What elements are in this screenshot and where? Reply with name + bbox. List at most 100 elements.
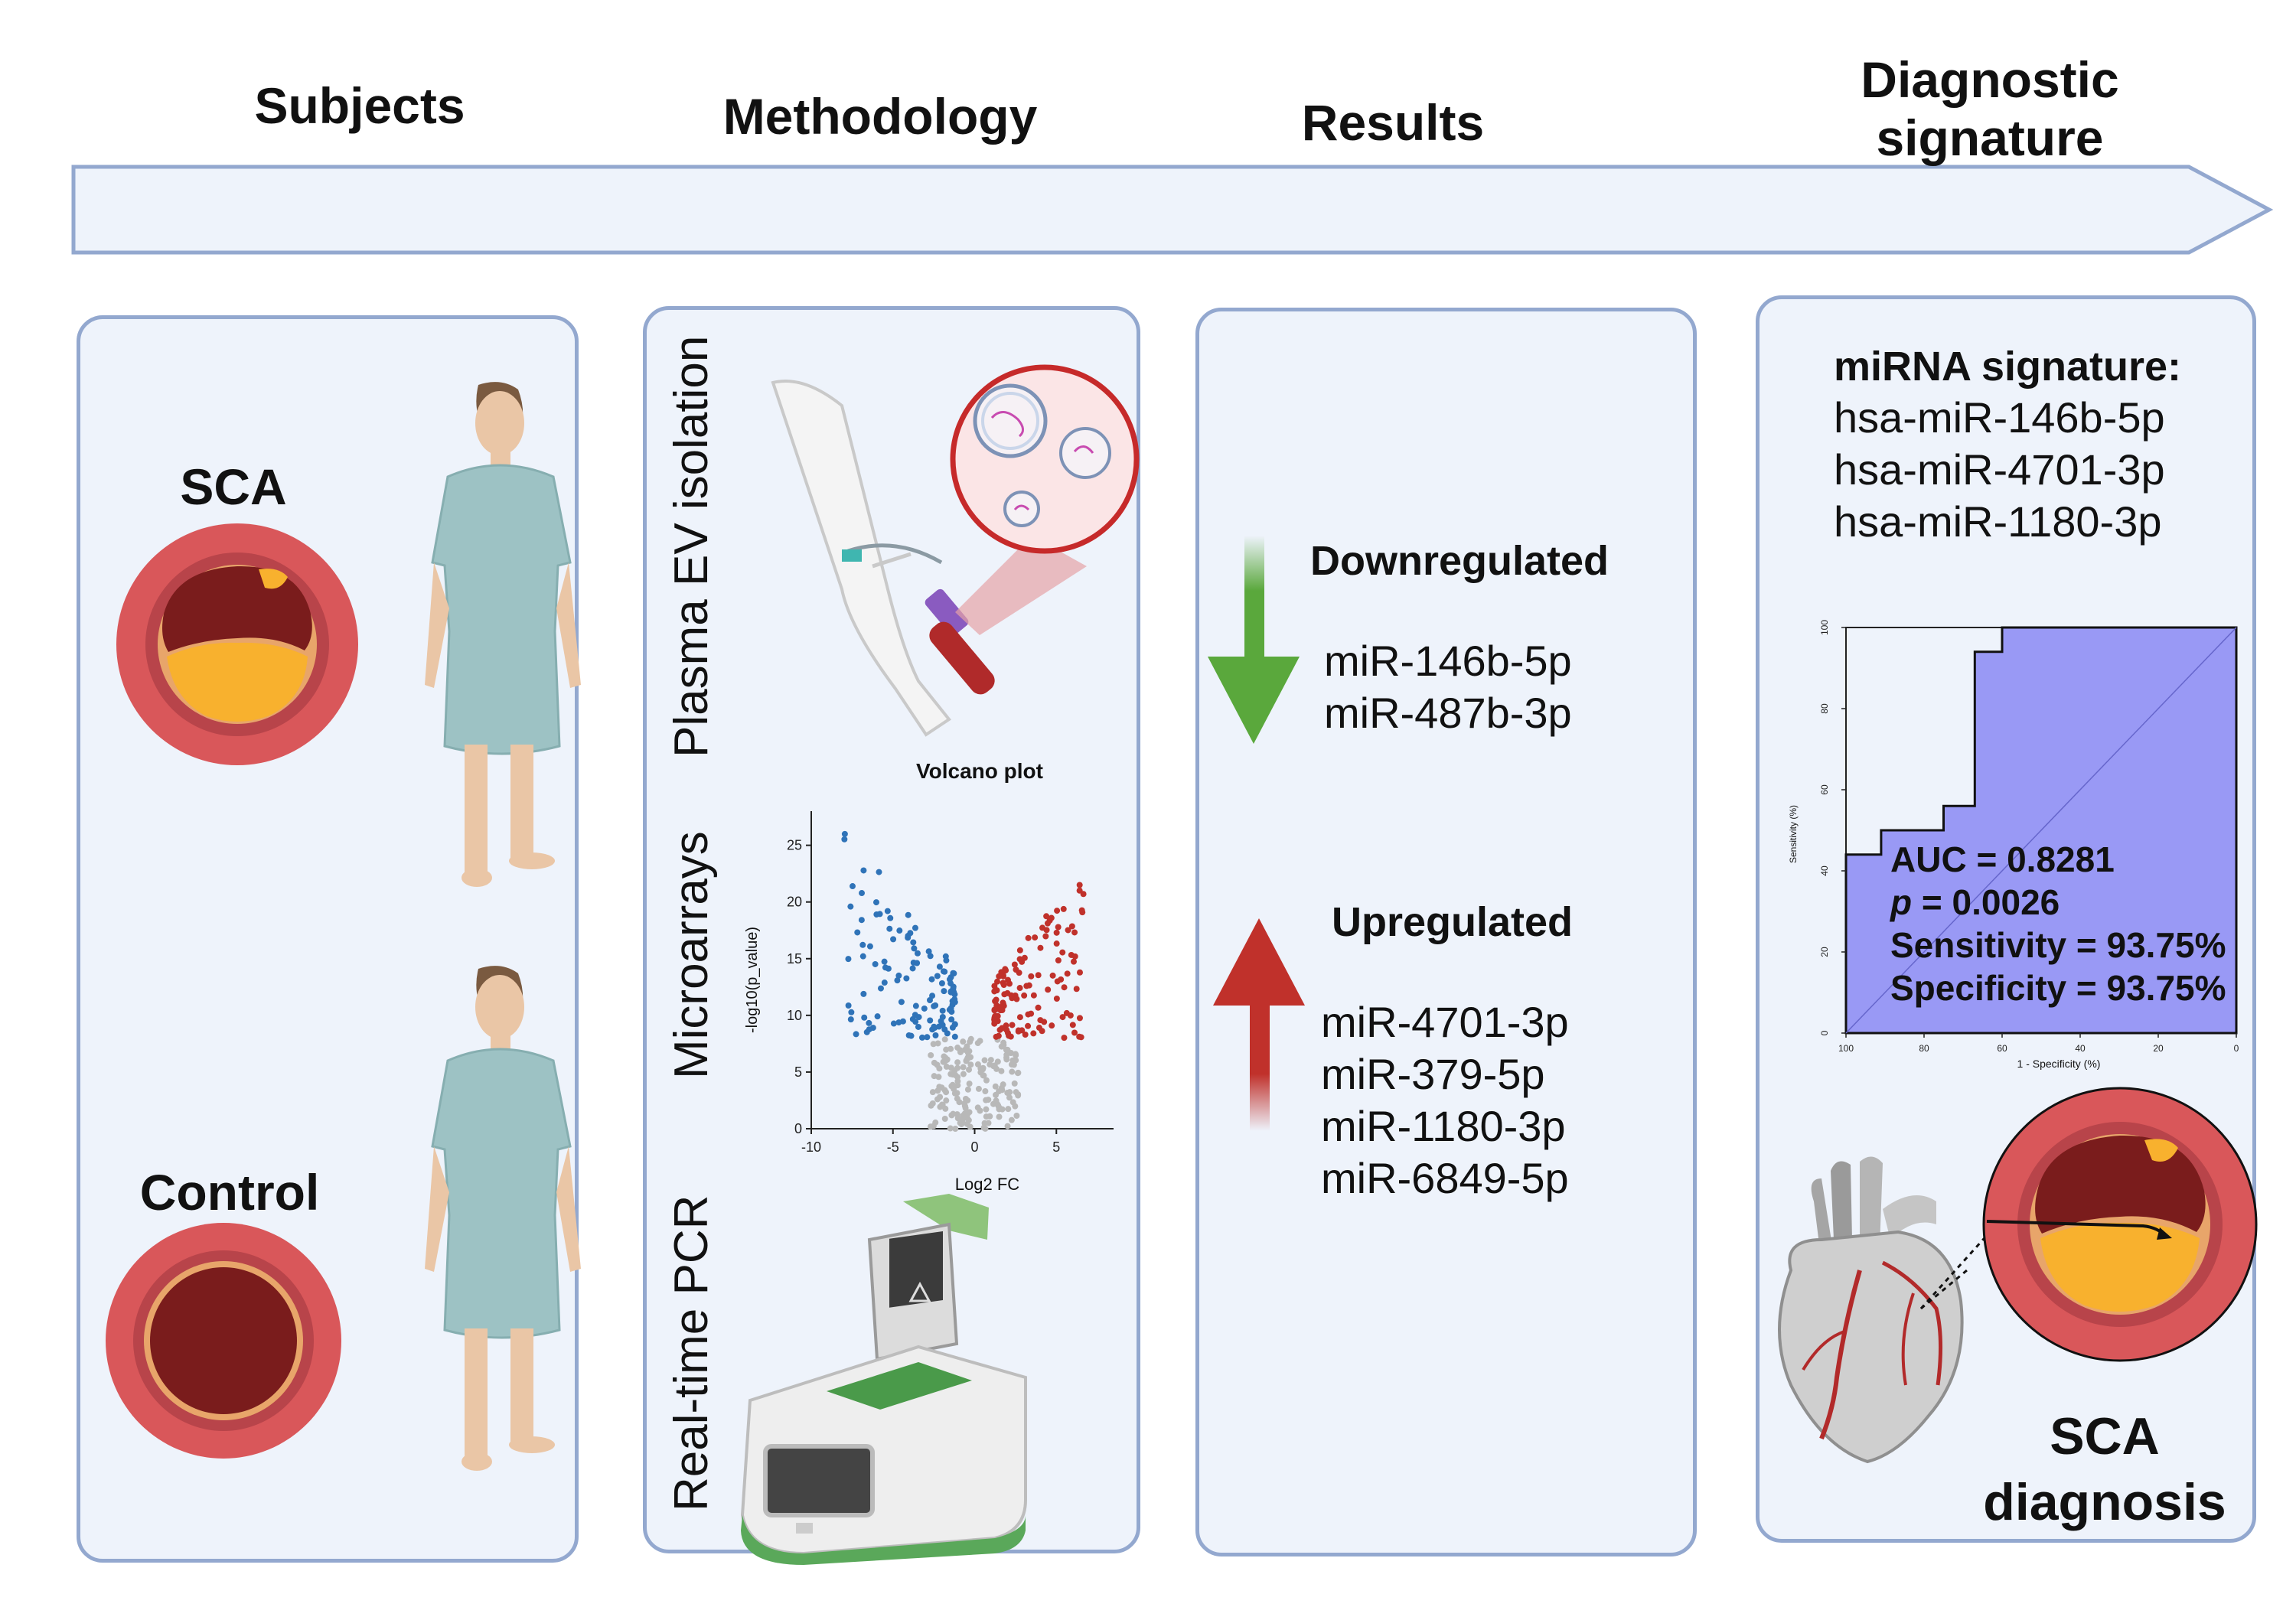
volcano-point: [1008, 1116, 1015, 1123]
sca-label: SCA: [180, 458, 287, 515]
volcano-point: [1061, 1035, 1068, 1041]
mirna-signature-title: miRNA signature:: [1834, 344, 2182, 390]
volcano-point: [1016, 970, 1022, 976]
volcano-point: [964, 1086, 971, 1093]
volcano-point: [1055, 957, 1062, 963]
volcano-point: [943, 1097, 950, 1104]
volcano-point: [960, 1112, 967, 1119]
volcano-point: [1041, 1019, 1048, 1025]
volcano-ytick-label: 25: [787, 838, 802, 853]
volcano-point: [1021, 954, 1028, 961]
downregulated-title: Downregulated: [1310, 538, 1609, 584]
volcano-point: [1008, 992, 1015, 999]
volcano-point: [1055, 924, 1062, 931]
volcano-point: [860, 867, 867, 874]
volcano-point: [930, 1123, 937, 1129]
volcano-point: [1011, 1080, 1018, 1087]
volcano-point: [1071, 929, 1078, 936]
volcano-point: [898, 999, 905, 1006]
volcano-point: [1035, 1025, 1042, 1032]
volcano-point: [1026, 982, 1032, 989]
volcano-point: [938, 1018, 944, 1025]
volcano-point: [1076, 1015, 1083, 1022]
volcano-point: [854, 929, 861, 936]
volcano-point: [886, 925, 893, 932]
volcano-point: [874, 1013, 881, 1020]
volcano-xtick-label: 5: [1052, 1139, 1060, 1155]
roc-ytick-label: 20: [1819, 947, 1830, 957]
roc-diagonal-line: [1845, 627, 2237, 1034]
header-methodology: Methodology: [722, 88, 1038, 145]
volcano-point: [996, 1088, 1003, 1095]
volcano-point: [909, 965, 916, 972]
volcano-point: [947, 1045, 954, 1052]
volcano-point: [951, 970, 957, 977]
volcano-point: [924, 1034, 931, 1041]
volcano-point: [943, 1063, 950, 1070]
up-mirna-item: miR-379-5p: [1321, 1050, 1545, 1098]
volcano-point: [881, 958, 888, 965]
volcano-point: [1053, 995, 1060, 1002]
volcano-point: [1016, 1014, 1023, 1021]
down-mirna-list: miR-146b-5p miR-487b-3p: [1324, 635, 1572, 739]
header-signature: Diagnostic signature: [1861, 51, 2119, 166]
volcano-point: [996, 973, 1003, 980]
volcano-point: [983, 1106, 990, 1113]
volcano-point: [1064, 970, 1071, 977]
volcano-point: [987, 1061, 993, 1068]
volcano-point: [1008, 1061, 1015, 1068]
volcano-point: [929, 1089, 936, 1096]
volcano-point: [1043, 913, 1050, 920]
volcano-point: [966, 1066, 973, 1073]
volcano-point: [960, 1071, 967, 1077]
volcano-point: [943, 1046, 950, 1053]
volcano-point: [882, 964, 889, 971]
volcano-xtick-label: 0: [971, 1139, 979, 1155]
signature-mirna-item: hsa-miR-4701-3p: [1834, 445, 2165, 494]
volcano-point: [929, 993, 936, 999]
volcano-point: [956, 1099, 963, 1106]
volcano-point: [982, 1087, 989, 1094]
volcano-point: [1016, 985, 1023, 992]
volcano-point: [1030, 992, 1037, 999]
volcano-point: [1005, 976, 1012, 983]
roc-sensitivity: Sensitivity = 93.75%: [1890, 925, 2226, 965]
volcano-point: [941, 1115, 948, 1122]
signature-mirna-item: hsa-miR-1180-3p: [1834, 497, 2162, 546]
volcano-point: [927, 953, 934, 960]
plasma-ev-label: Plasma EV isolation: [665, 335, 718, 758]
volcano-point: [998, 1068, 1005, 1074]
volcano-point: [925, 948, 932, 955]
volcano-point: [992, 1083, 999, 1090]
roc-ytick-label: 40: [1819, 865, 1830, 876]
volcano-point: [911, 945, 918, 952]
volcano-point: [947, 1125, 954, 1132]
volcano-point: [983, 1077, 990, 1084]
roc-ytick-label: 60: [1819, 784, 1830, 795]
volcano-point: [1015, 1091, 1022, 1098]
volcano-point: [847, 903, 854, 910]
volcano-point: [974, 1040, 981, 1047]
volcano-point: [928, 1051, 934, 1058]
volcano-point: [887, 914, 894, 921]
header-results: Results: [1301, 94, 1485, 151]
volcano-point: [994, 978, 1001, 985]
volcano-point: [1013, 1051, 1019, 1058]
volcano-point: [1011, 961, 1018, 968]
up-arrow-icon: [1213, 918, 1305, 1131]
volcano-point: [914, 950, 921, 957]
volcano-point: [912, 924, 918, 931]
volcano-point: [992, 998, 999, 1005]
up-mirna-item: miR-6849-5p: [1321, 1154, 1569, 1202]
volcano-point: [872, 899, 879, 906]
volcano-point: [1032, 934, 1039, 941]
volcano-point: [996, 1103, 1003, 1110]
patient-figure-icon-2: [425, 966, 581, 1471]
volcano-point: [915, 1023, 921, 1030]
volcano-point: [849, 883, 856, 890]
volcano-point: [1035, 972, 1042, 979]
volcano-point: [1006, 1094, 1013, 1101]
volcano-point: [841, 830, 848, 837]
volcano-xlabel: Log2 FC: [954, 1175, 1020, 1194]
